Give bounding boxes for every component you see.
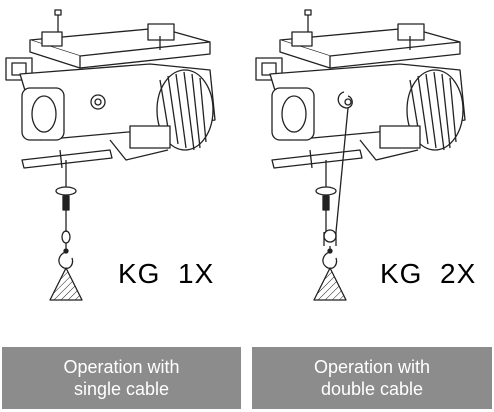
capacity-label-double: KG 2X: [380, 258, 477, 289]
caption-single-cable: Operation with single cable: [2, 347, 241, 409]
caption-double-line1: Operation with: [313, 357, 431, 377]
caption-single-line2: single cable: [73, 379, 170, 399]
capacity-label-single: KG 1X: [118, 258, 215, 289]
caption-single-line1: Operation with: [63, 357, 180, 377]
double-cable-hoist-drawing: [255, 9, 466, 301]
single-cable-hoist-drawing: [5, 9, 216, 301]
caption-double-cable: Operation with double cable: [252, 347, 492, 409]
caption-double-line2: double cable: [320, 379, 424, 399]
